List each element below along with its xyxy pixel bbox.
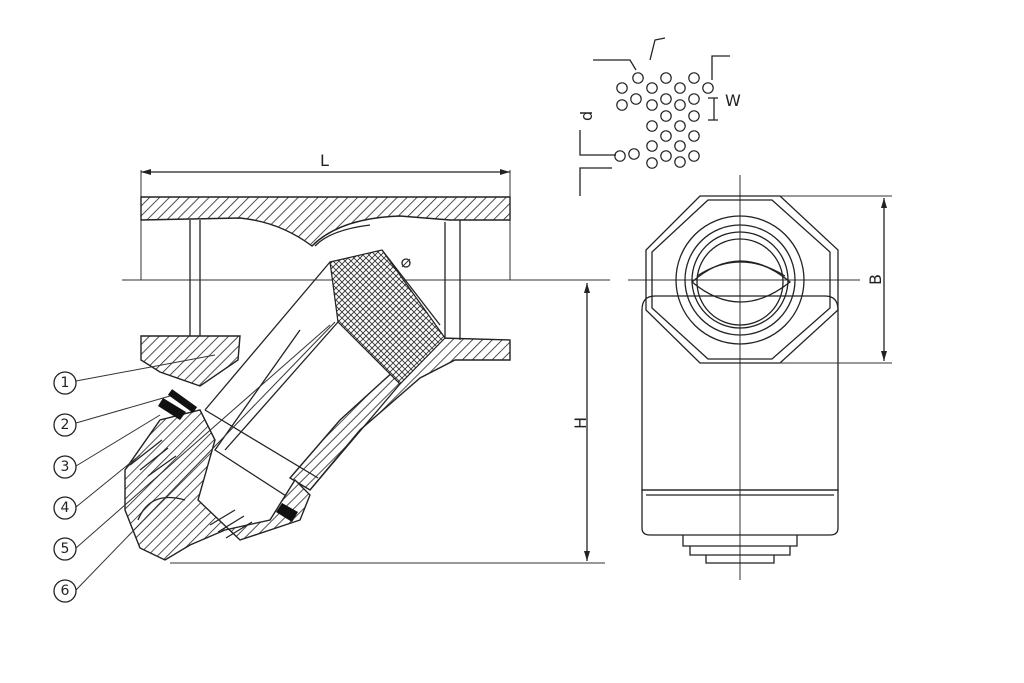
mesh-hole bbox=[674, 82, 686, 94]
svg-text:4: 4 bbox=[61, 500, 70, 516]
balloon-2: 2 bbox=[53, 413, 77, 437]
mesh-hole bbox=[660, 72, 672, 84]
mesh-hole bbox=[616, 82, 628, 94]
mesh-hole bbox=[630, 93, 642, 105]
mesh-hole bbox=[688, 72, 700, 84]
svg-text:3: 3 bbox=[61, 459, 70, 475]
mesh-hole bbox=[688, 110, 700, 122]
hole-label: d bbox=[577, 111, 596, 121]
mesh-hole bbox=[614, 150, 626, 162]
balloon-1: 1 bbox=[53, 371, 77, 395]
end-view: B bbox=[628, 175, 892, 580]
balloon-5: 5 bbox=[53, 537, 77, 561]
mesh-hole bbox=[674, 140, 686, 152]
mesh-hole bbox=[688, 93, 700, 105]
mesh-hole bbox=[660, 110, 672, 122]
size-label: B bbox=[866, 274, 885, 285]
height-label: H bbox=[571, 417, 590, 429]
length-label: L bbox=[320, 151, 329, 170]
mesh-hole bbox=[688, 150, 700, 162]
svg-text:5: 5 bbox=[61, 541, 70, 557]
mesh-holes bbox=[614, 72, 714, 169]
mesh-hole bbox=[660, 150, 672, 162]
width-label: W bbox=[725, 91, 741, 110]
balloon-6: 6 bbox=[53, 579, 77, 603]
mesh-hole bbox=[702, 82, 714, 94]
mesh-hole bbox=[660, 93, 672, 105]
mesh-hole bbox=[646, 82, 658, 94]
mesh-hole bbox=[646, 99, 658, 111]
svg-text:2: 2 bbox=[61, 417, 70, 433]
balloon-group: 1 2 3 4 5 6 bbox=[53, 371, 77, 603]
mesh-hole bbox=[632, 72, 644, 84]
mesh-hole bbox=[646, 157, 658, 169]
svg-text:1: 1 bbox=[61, 375, 70, 391]
mesh-hole bbox=[646, 120, 658, 132]
svg-text:6: 6 bbox=[61, 583, 70, 599]
mesh-hole bbox=[660, 130, 672, 142]
section-view: L bbox=[122, 151, 610, 564]
mesh-detail: W d bbox=[577, 37, 741, 196]
mesh-hole bbox=[646, 140, 658, 152]
balloon-4: 4 bbox=[53, 496, 77, 520]
mesh-hole bbox=[616, 99, 628, 111]
mesh-hole bbox=[674, 156, 686, 168]
balloon-3: 3 bbox=[53, 455, 77, 479]
mesh-hole bbox=[628, 148, 640, 160]
leader-lines bbox=[75, 321, 336, 591]
mesh-hole bbox=[674, 120, 686, 132]
mesh-hole bbox=[688, 130, 700, 142]
mesh-hole bbox=[674, 99, 686, 111]
